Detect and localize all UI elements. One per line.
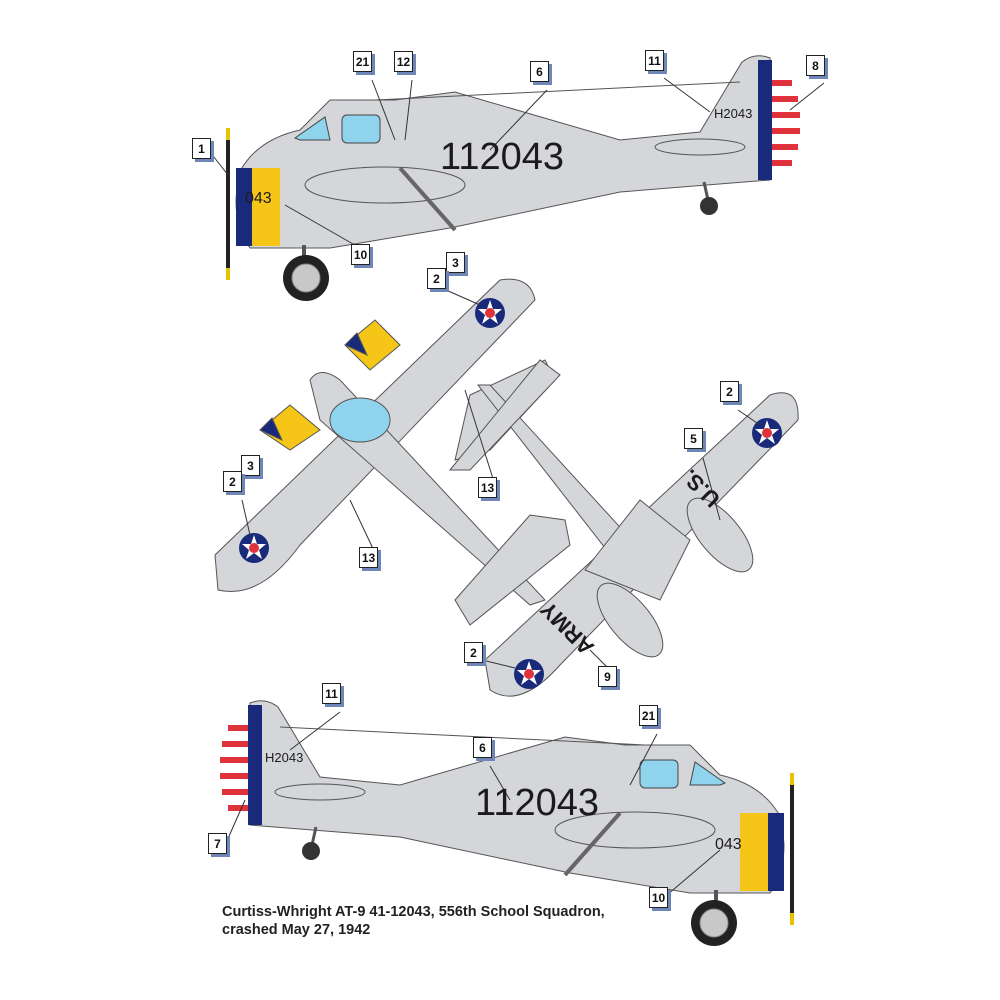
callout-6: 6 [473, 737, 492, 758]
top-view-plane [214, 278, 571, 626]
callout-6: 6 [530, 61, 549, 82]
callout-21: 21 [353, 51, 372, 72]
callout-2: 2 [223, 471, 242, 492]
callout-13: 13 [478, 477, 497, 498]
callout-2: 2 [427, 268, 446, 289]
caption-line-1: Curtiss-Whright AT-9 41-12043, 556th Sch… [222, 904, 605, 920]
callout-11: 11 [322, 683, 341, 704]
roundel-icon [239, 533, 269, 563]
tail-serial-bottom: H2043 [265, 750, 304, 765]
callout-3: 3 [446, 252, 465, 273]
roundel-icon [514, 659, 544, 689]
bottom-view-plane [448, 359, 799, 697]
leader-lines [209, 77, 825, 896]
callout-2: 2 [720, 381, 739, 402]
callout-10: 10 [649, 887, 668, 908]
callout-9: 9 [598, 666, 617, 687]
callout-11: 11 [645, 50, 664, 71]
caption-line-2: crashed May 27, 1942 [222, 922, 371, 938]
nose-number-bottom: 043 [715, 836, 742, 853]
callout-2: 2 [464, 642, 483, 663]
callout-10: 10 [351, 244, 370, 265]
roundel-icon [475, 298, 505, 328]
fuselage-serial-top: 112043 [440, 136, 564, 178]
callout-7: 7 [208, 833, 227, 854]
callout-21: 21 [639, 705, 658, 726]
callout-1: 1 [192, 138, 211, 159]
caption: Curtiss-Whright AT-9 41-12043, 556th Sch… [222, 903, 605, 939]
callout-12: 12 [394, 51, 413, 72]
callout-5: 5 [684, 428, 703, 449]
fuselage-serial-bottom: 112043 [475, 782, 599, 824]
callout-13: 13 [359, 547, 378, 568]
tail-serial-top: H2043 [714, 106, 753, 121]
callout-3: 3 [241, 455, 260, 476]
callout-8: 8 [806, 55, 825, 76]
nose-number-top: 043 [245, 190, 272, 207]
